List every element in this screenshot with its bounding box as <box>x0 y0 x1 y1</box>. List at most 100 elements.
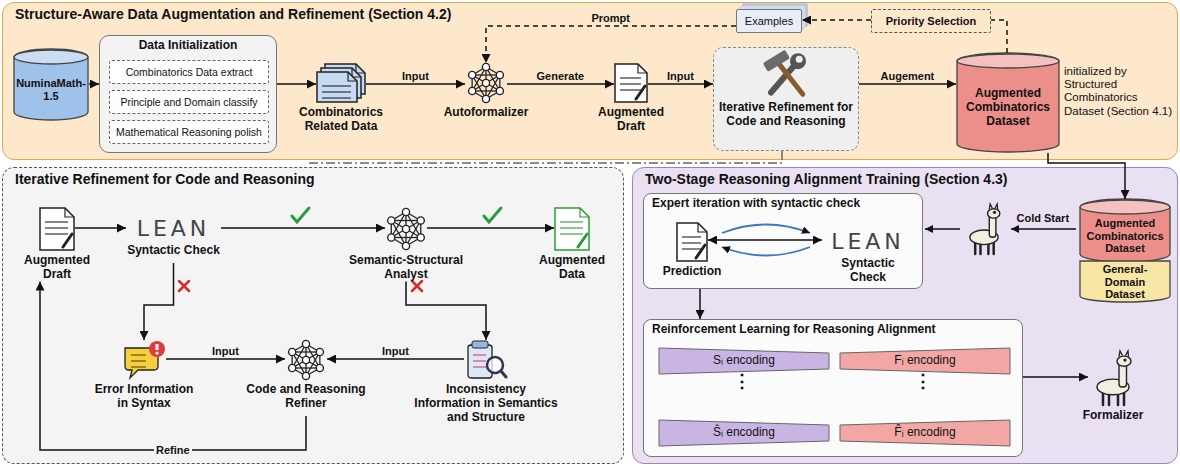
icon-graphic <box>465 63 507 103</box>
cold-start-arrow <box>1011 228 1076 230</box>
document-stack: Combinatorics Related Data <box>291 59 391 134</box>
node-label: Combinatorics Related Data <box>291 106 391 134</box>
docs-icon <box>317 64 365 102</box>
selection-box: Priority Selection <box>871 9 991 33</box>
node-label: NuminaMath-1.5 <box>16 77 86 102</box>
section-panel: Two-Stage Reasoning Alignment Training (… <box>632 167 1178 464</box>
encoding-block: Sᵢ encoding <box>659 348 829 374</box>
database-segment: General-Domain Dataset <box>1079 261 1171 303</box>
doc-icon <box>555 208 589 250</box>
model-icon: Code and Reasoning Refiner <box>241 336 371 416</box>
node-label: Sᵢ encoding <box>713 354 775 368</box>
cross-mark <box>179 281 189 291</box>
connector <box>1048 153 1125 199</box>
group-box: Data InitializationCombinatorics Data ex… <box>99 35 277 153</box>
node-label: Augmented Data <box>526 254 618 282</box>
connector <box>40 282 306 450</box>
encoding-block: F̂ᵢ encoding <box>840 420 1010 446</box>
check-mark <box>484 208 501 222</box>
database-cylinder: Augmented Combinatorics Datasetinitializ… <box>956 53 1060 153</box>
encoding-block: Ŝᵢ encoding <box>659 420 829 446</box>
warn-icon <box>125 341 165 378</box>
connector <box>699 289 701 319</box>
connector <box>89 83 99 85</box>
section-panel: Iterative Refinement for Code and Reason… <box>2 167 624 464</box>
llama-icon <box>970 204 1000 254</box>
inspect-icon <box>468 341 506 378</box>
node-label: Inconsistency Information in Semantics a… <box>411 383 561 424</box>
doc-icon <box>40 208 74 250</box>
icon-graphic <box>464 340 508 380</box>
node-label: Augmented Combinatorics Dataset <box>961 87 1055 128</box>
step-box: Principle and Domain classify <box>109 90 269 114</box>
connector <box>486 26 736 63</box>
connector <box>1023 376 1088 378</box>
node-label: Formalizer <box>1081 409 1146 423</box>
connector <box>802 19 871 21</box>
edge-label: Refine <box>154 444 192 456</box>
icon-graphic <box>1088 350 1138 406</box>
node-label: Augmented Draft <box>11 254 103 282</box>
step-box: Mathematical Reasoning polish <box>109 120 269 144</box>
node-label: Iterative Refinement for Code and Reason… <box>714 101 858 129</box>
database-cylinder: NuminaMath-1.5 <box>13 49 89 121</box>
connector <box>75 227 126 229</box>
node-label: Expert iteration with syntactic check <box>652 197 914 211</box>
llama-icon <box>970 204 1000 254</box>
doc-icon <box>615 64 647 102</box>
dataset-note: initialized by Structured Combinatorics … <box>1064 65 1176 118</box>
node-label: Error Information in Syntax <box>89 383 199 411</box>
net-icon <box>289 340 324 379</box>
connector <box>277 83 316 85</box>
step-box: Combinatorics Data extract <box>109 60 269 84</box>
node-label: Priority Selection <box>886 15 976 28</box>
connector <box>708 239 822 241</box>
node-label: Augmented Combinatorics Dataset <box>1084 217 1166 255</box>
ellipsis-mark: ⋮ <box>914 372 932 392</box>
edge-label: Generate <box>535 70 587 82</box>
node-label: Principle and Domain classify <box>120 96 257 108</box>
document-icon: Augmented Draft <box>591 59 671 134</box>
node-label: Examples <box>745 15 793 28</box>
node-label: Autoformalizer <box>442 106 531 120</box>
icon-graphic <box>39 207 75 251</box>
icon-graphic <box>554 207 590 251</box>
node-label: F̂ᵢ encoding <box>894 426 955 440</box>
check-mark <box>292 208 309 222</box>
icon-graphic <box>676 222 708 262</box>
cycle-arc <box>722 225 810 234</box>
node-label: Semantic-Structural Analyst <box>326 254 486 282</box>
icon-graphic <box>316 63 366 103</box>
net-icon <box>388 208 425 249</box>
encoding-block: Fᵢ encoding <box>840 348 1010 374</box>
stage-box: Reinforcement Learning for Reasoning Ali… <box>643 319 1023 457</box>
net-icon <box>469 63 504 102</box>
model-icon: Formalizer <box>1057 346 1169 442</box>
examples-stack: Examples <box>736 9 802 33</box>
connector <box>166 358 285 360</box>
node-label: Prediction <box>661 265 724 279</box>
connector <box>310 151 782 167</box>
node-label: Syntactic Check <box>127 244 220 258</box>
node-label: General-Domain Dataset <box>1085 263 1165 301</box>
connector <box>507 83 614 85</box>
connector <box>991 20 1007 53</box>
connector <box>859 83 956 85</box>
edge-label: Input <box>380 345 411 357</box>
icon-graphic <box>285 340 327 380</box>
panel-title: Two-Stage Reasoning Alignment Training (… <box>645 171 1165 187</box>
edge-label: Input <box>400 70 431 82</box>
edge-label: Input <box>210 345 241 357</box>
node-label: Reinforcement Learning for Reasoning Ali… <box>652 323 1014 337</box>
node-label: Mathematical Reasoning polish <box>116 126 262 138</box>
llama-icon <box>1097 351 1131 405</box>
lean-logo: LEAN <box>137 217 211 241</box>
panel-title: Structure-Aware Data Augmentation and Re… <box>15 6 1165 22</box>
edge-label: Input <box>665 70 696 82</box>
error-icon: Error Information in Syntax <box>89 336 199 416</box>
icon-graphic <box>756 52 816 98</box>
node-label: Syntactic Check <box>822 257 914 285</box>
icon-graphic <box>122 340 166 380</box>
